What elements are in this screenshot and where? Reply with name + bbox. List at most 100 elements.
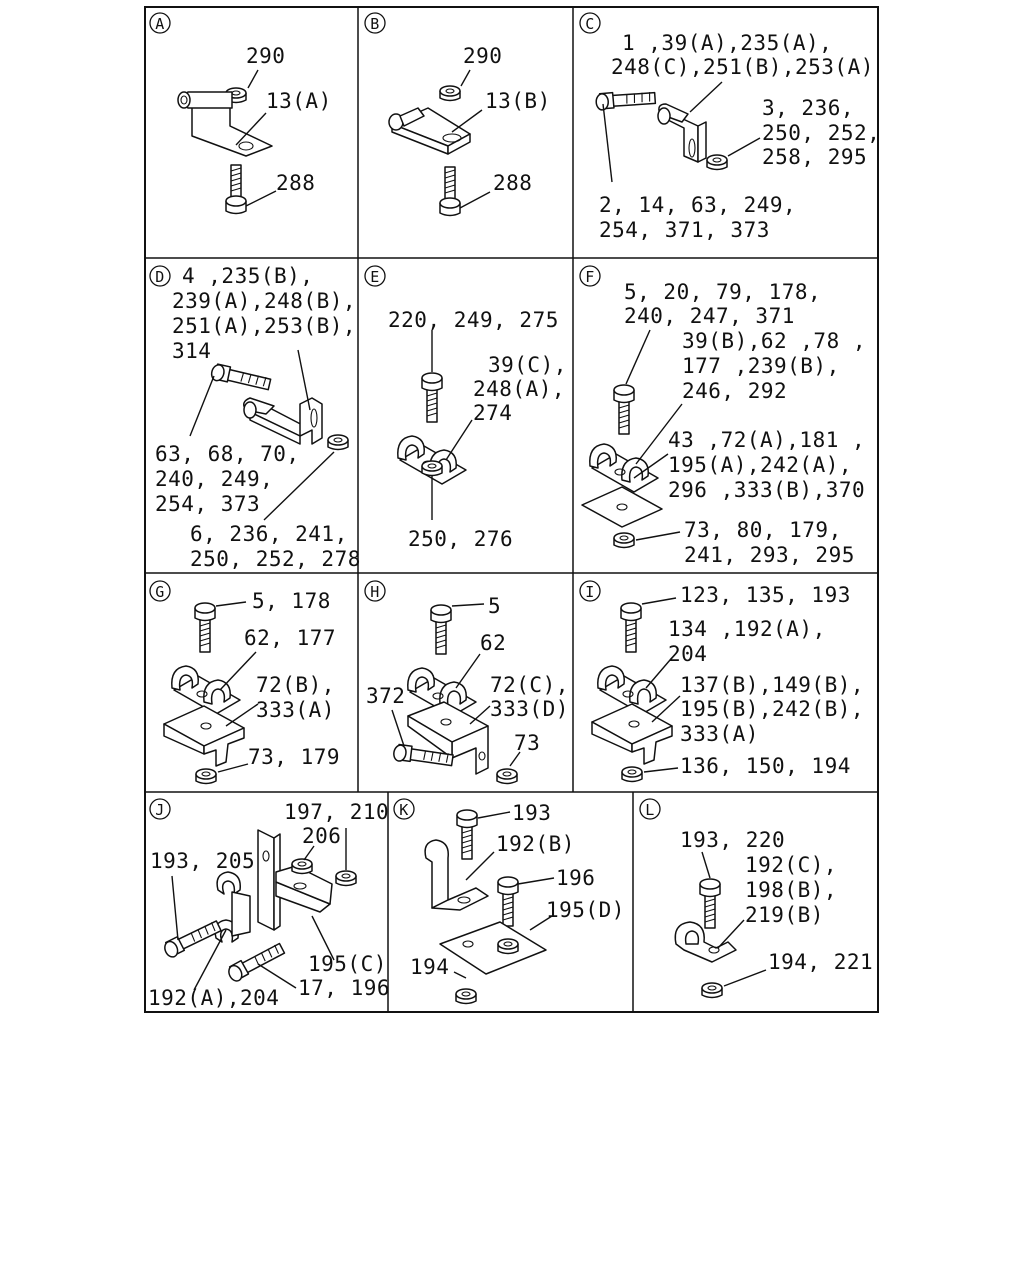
callout-label: 290 [246,44,285,68]
callout-label: 5, 20, 79, 178, [624,280,821,304]
callout-label: 314 [172,339,211,363]
panel-g: G 5, 178 62, 177 72(B), 333(A) 73, 179 [149,580,340,785]
panel-c: C 1 ,39(A),235(A), 248(C),251(B),253(A) … [579,12,880,242]
bolt-icon [590,74,660,128]
callout-label: 72(C), [490,673,569,697]
callout-label: 137(B),149(B), [680,673,864,697]
callout-label: 13(A) [266,89,332,113]
callout-label: 3, 236, [762,96,854,120]
callout-label: 248(C),251(B),253(A) [611,55,874,79]
nut-icon [613,532,635,549]
callout-label: 258, 295 [762,145,867,169]
callout-label: 194, 221 [768,950,873,974]
callout-label: 192(C), [745,853,837,877]
panel-letter: G [149,580,171,602]
callout-label: 288 [276,171,315,195]
callout-label: 4 ,235(B), [182,264,313,288]
bolt-icon [620,602,642,653]
bolt-icon [699,878,721,929]
callout-label: 193, 205 [150,849,255,873]
callout-label: 220, 249, 275 [388,308,559,332]
callout-label: 250, 276 [408,527,513,551]
callout-label: 219(B) [745,903,824,927]
panel-k: K 193 192(B) 196 195(D) 194 [393,798,625,1005]
panel-i: I 123, 135, 193 134 ,192(A), 204 137(B),… [579,580,864,783]
callout-label: 206 [302,824,341,848]
callout-label: 197, 210 [284,800,389,824]
callout-label: 193 [512,801,551,825]
callout-label: 39(C), [488,353,567,377]
nut-icon [335,870,357,887]
callout-label: 73, 179 [248,745,340,769]
callout-label: 123, 135, 193 [680,583,851,607]
callout-label: 195(D) [546,898,625,922]
panel-b: B 290 13(B) 288 [364,12,550,217]
bracket-icon [177,91,273,157]
svg-text:J: J [155,801,165,819]
bolt-icon [194,602,216,653]
callout-label: 254, 371, 373 [599,218,770,242]
panel-letter: B [364,12,386,34]
panel-l: L 193, 220 192(C), 198(B), 219(B) 194, 2… [639,798,873,999]
callout-label: 63, 68, 70, [155,442,300,466]
callout-label: 73 [514,731,540,755]
svg-text:B: B [370,15,380,33]
panel-letter: E [364,265,386,287]
clip-bracket-icon [257,829,333,931]
diagram-frame [144,6,879,1013]
svg-text:D: D [155,268,165,286]
callout-label: 248(A), [473,377,565,401]
svg-text:H: H [370,583,380,601]
panel-letter: C [579,12,601,34]
callout-label: 333(D) [490,697,569,721]
svg-text:L: L [645,801,655,819]
callout-label: 192(B) [496,832,575,856]
callout-label: 372 [366,684,405,708]
panel-letter: F [579,265,601,287]
callout-label: 6, 236, 241, [190,522,348,546]
saddle-bracket-icon [163,705,245,767]
callout-label: 194 [410,955,449,979]
callout-label: 204 [668,642,707,666]
callout-label: 288 [493,171,532,195]
clamp-icon [214,871,251,943]
panel-letter: D [149,265,171,287]
callout-label: 196 [556,866,595,890]
nut-icon [706,154,728,171]
bolt-icon [225,164,247,215]
panel-f: F 5, 20, 79, 178, 240, 247, 371 39(B),62… [579,265,866,567]
panel-d: D 4 ,235(B), 239(A),248(B), 251(A),253(B… [149,264,361,571]
panel-letter: K [393,798,415,820]
callout-label: 274 [473,401,512,425]
callout-label: 251(A),253(B), [172,314,356,338]
callout-label: 195(C) [308,952,387,976]
svg-text:K: K [399,801,409,819]
callout-label: 1 ,39(A),235(A), [622,31,832,55]
callout-label: 254, 373 [155,492,260,516]
nut-icon [496,768,518,785]
svg-text:I: I [585,583,595,601]
panel-a: A 290 13(A) 288 [149,12,332,215]
bolt-icon [497,876,519,927]
bracket-icon [243,397,323,445]
bolt-icon [223,942,288,985]
callout-label: 241, 293, 295 [684,543,855,567]
svg-text:E: E [370,268,380,286]
callout-label: 240, 247, 371 [624,304,795,328]
nut-icon [195,768,217,785]
nut-icon [421,460,443,477]
bolt-icon [613,384,635,435]
callout-label: 5, 178 [252,589,331,613]
callout-label: 246, 292 [682,379,787,403]
panel-letter: J [149,798,171,820]
callout-label: 5 [488,594,501,618]
callout-label: 134 ,192(A), [668,617,826,641]
bolt-icon [430,604,452,655]
callout-label: 136, 150, 194 [680,754,851,778]
callout-label: 195(B),242(B), [680,697,864,721]
callout-label: 250, 252, 278 [190,547,361,571]
callout-label: 43 ,72(A),181 , [668,428,865,452]
nut-icon [455,988,477,1005]
svg-text:C: C [585,15,595,33]
nut-icon [327,434,349,451]
